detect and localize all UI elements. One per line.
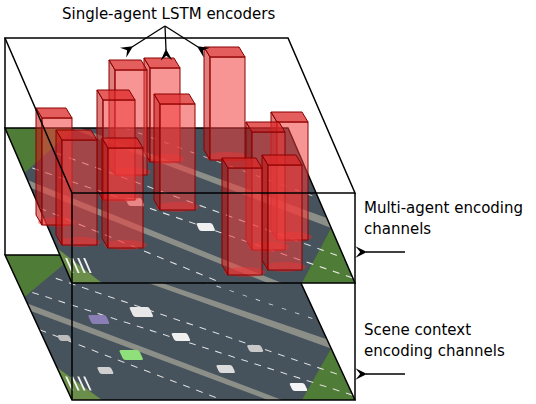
lstm-prism bbox=[222, 158, 262, 275]
annotation-label: Scene context encoding channels bbox=[364, 320, 529, 362]
lstm-prism bbox=[56, 130, 97, 245]
lstm-prism bbox=[262, 155, 302, 270]
volume-frame bbox=[5, 38, 355, 400]
lstm-prism bbox=[204, 47, 245, 160]
lstm-prisms bbox=[36, 47, 312, 277]
annotation-label: Multi-agent encoding channels bbox=[364, 198, 529, 240]
cars bbox=[44, 307, 308, 391]
annotation-label: Single-agent LSTM encoders bbox=[62, 4, 322, 25]
